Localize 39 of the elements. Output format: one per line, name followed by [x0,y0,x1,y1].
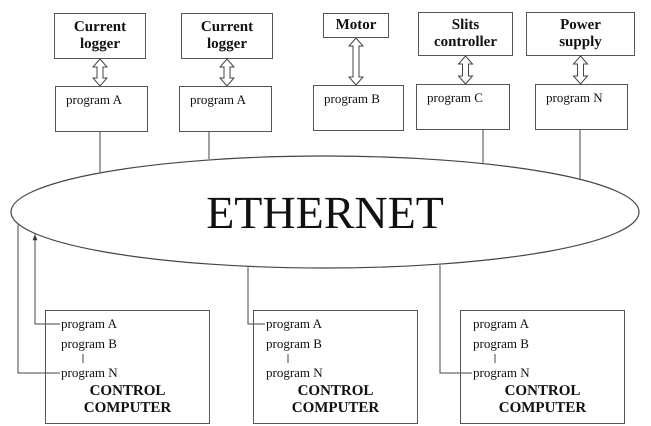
continuation-line [82,354,84,364]
connector-line [440,264,472,374]
program-box: program A [179,86,272,132]
program-label: program N [266,365,323,381]
program-label: program A [266,316,322,332]
box-title: CONTROL COMPUTER [290,383,380,417]
connector-line [482,130,484,164]
program-box: program B [313,85,404,131]
program-box: program C [416,84,510,130]
program-label: program N [473,365,530,381]
computer-box [460,310,625,424]
double-arrow [92,58,108,87]
program-box: program A [55,86,148,132]
connector-line [18,224,60,374]
device-box: Motor [323,13,389,38]
network-ellipse: ETHERNET [10,155,640,269]
device-box: Current logger [54,13,146,59]
connector-line [248,266,266,324]
device-box: Current logger [181,13,273,59]
double-arrow [218,58,236,87]
program-label: program B [473,336,529,352]
program-box: program N [535,84,628,130]
double-arrow [572,55,589,85]
program-label: program A [61,316,117,332]
connector-line [32,234,60,324]
box-title: CONTROL COMPUTER [498,383,588,417]
computer-box [45,310,210,424]
box-title: CONTROL COMPUTER [82,383,172,417]
program-label: program A [473,316,529,332]
connector-line [208,132,210,160]
program-label: program B [266,336,322,352]
continuation-line [494,354,496,364]
device-box: Slits controller [418,12,513,56]
program-label: program N [61,365,118,381]
program-label: program B [61,336,117,352]
double-arrow [457,55,474,85]
double-arrow [348,37,364,86]
device-box: Power supply [526,12,635,56]
computer-box [253,310,418,424]
